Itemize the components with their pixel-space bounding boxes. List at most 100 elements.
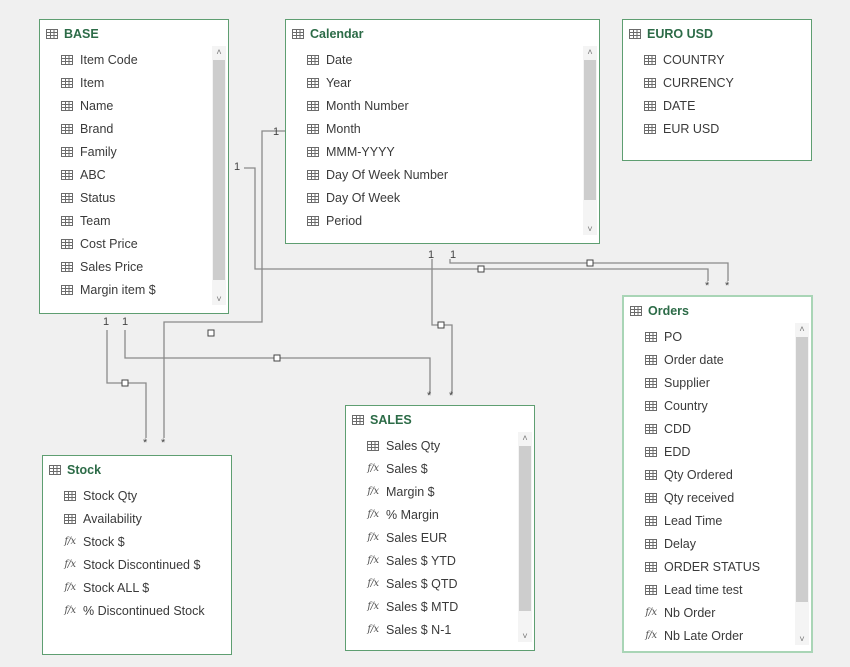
- scrollbar[interactable]: ˄˅: [518, 432, 532, 642]
- measure-icon: f/x: [367, 532, 379, 543]
- field-row[interactable]: Qty Ordered: [624, 463, 811, 486]
- table-title-bar[interactable]: Stock: [43, 456, 231, 484]
- field-row[interactable]: Day Of Week: [286, 186, 599, 209]
- field-row[interactable]: ORDER STATUS: [624, 555, 811, 578]
- field-row[interactable]: Availability: [43, 507, 231, 530]
- field-row[interactable]: Item Code: [40, 48, 228, 71]
- scrollbar-thumb[interactable]: [213, 60, 225, 280]
- field-row[interactable]: Brand: [40, 117, 228, 140]
- field-row[interactable]: Month Number: [286, 94, 599, 117]
- scrollbar[interactable]: ˄˅: [795, 323, 809, 645]
- field-label: Day Of Week Number: [326, 167, 449, 182]
- field-label: % Margin: [386, 507, 439, 522]
- field-row[interactable]: Month: [286, 117, 599, 140]
- field-row[interactable]: CDD: [624, 417, 811, 440]
- table-title-bar[interactable]: EURO USD: [623, 20, 811, 48]
- field-row[interactable]: MMM-YYYY: [286, 140, 599, 163]
- field-label: Item: [80, 75, 105, 90]
- field-row[interactable]: Family: [40, 140, 228, 163]
- field-row[interactable]: CURRENCY: [623, 71, 811, 94]
- column-icon: [306, 146, 320, 157]
- scroll-up-icon[interactable]: ˄: [522, 433, 528, 443]
- scrollbar-thumb[interactable]: [584, 60, 596, 200]
- field-row[interactable]: Item: [40, 71, 228, 94]
- scroll-up-icon[interactable]: ˄: [799, 324, 805, 334]
- field-row[interactable]: Delay: [624, 532, 811, 555]
- field-row[interactable]: Lead time test: [624, 578, 811, 601]
- field-row[interactable]: Sales Price: [40, 255, 228, 278]
- field-row[interactable]: EUR USD: [623, 117, 811, 140]
- field-row[interactable]: Year: [286, 71, 599, 94]
- field-row[interactable]: f/x% Margin: [346, 503, 534, 526]
- table-title-bar[interactable]: Calendar: [286, 20, 599, 48]
- rel-line-calendar-stock: [163, 130, 285, 438]
- scroll-down-icon[interactable]: ˅: [216, 294, 222, 304]
- field-label: ORDER STATUS: [664, 559, 761, 574]
- scrollbar-thumb[interactable]: [796, 337, 808, 602]
- field-row[interactable]: DATE: [623, 94, 811, 117]
- field-row[interactable]: Lead Time: [624, 509, 811, 532]
- table-title: BASE: [64, 27, 99, 41]
- field-label: Family: [80, 144, 117, 159]
- rel-many-label-base-sales: *: [427, 390, 432, 402]
- field-row[interactable]: COUNTRY: [623, 48, 811, 71]
- field-row[interactable]: Margin item $: [40, 278, 228, 301]
- scrollbar-thumb[interactable]: [519, 446, 531, 611]
- field-row[interactable]: Cost Price: [40, 232, 228, 255]
- scroll-up-icon[interactable]: ˄: [587, 47, 593, 57]
- field-row[interactable]: Date: [286, 48, 599, 71]
- scroll-down-icon[interactable]: ˅: [799, 634, 805, 644]
- field-label: Stock Discontinued $: [83, 557, 201, 572]
- field-row[interactable]: Team: [40, 209, 228, 232]
- scrollbar[interactable]: ˄˅: [583, 46, 597, 235]
- field-row[interactable]: ABC: [40, 163, 228, 186]
- field-row[interactable]: Qty received: [624, 486, 811, 509]
- field-row[interactable]: PO: [624, 325, 811, 348]
- scroll-down-icon[interactable]: ˅: [522, 631, 528, 641]
- field-row[interactable]: Country: [624, 394, 811, 417]
- field-row[interactable]: Day Of Week Number: [286, 163, 599, 186]
- rel-marker: [207, 329, 215, 337]
- field-row[interactable]: Order date: [624, 348, 811, 371]
- field-row[interactable]: Stock Qty: [43, 484, 231, 507]
- field-row[interactable]: Supplier: [624, 371, 811, 394]
- scroll-up-icon[interactable]: ˄: [216, 47, 222, 57]
- table-title-bar[interactable]: Orders: [624, 297, 811, 325]
- field-row[interactable]: Status: [40, 186, 228, 209]
- field-row[interactable]: Name: [40, 94, 228, 117]
- scrollbar[interactable]: ˄˅: [212, 46, 226, 305]
- table-title-bar[interactable]: SALES: [346, 406, 534, 434]
- field-label: Stock Qty: [83, 488, 138, 503]
- field-row[interactable]: EDD: [624, 440, 811, 463]
- field-label: DATE: [663, 98, 696, 113]
- field-row[interactable]: Sales Qty: [346, 434, 534, 457]
- table-icon: [46, 29, 58, 39]
- field-row[interactable]: f/x% Discontinued Stock: [43, 599, 231, 622]
- table-title-bar[interactable]: BASE: [40, 20, 228, 48]
- field-label: Date: [326, 52, 353, 67]
- scroll-down-icon[interactable]: ˅: [587, 224, 593, 234]
- field-row[interactable]: Period: [286, 209, 599, 232]
- rel-many-label-calendar-stock: *: [161, 437, 166, 449]
- field-label: Team: [80, 213, 111, 228]
